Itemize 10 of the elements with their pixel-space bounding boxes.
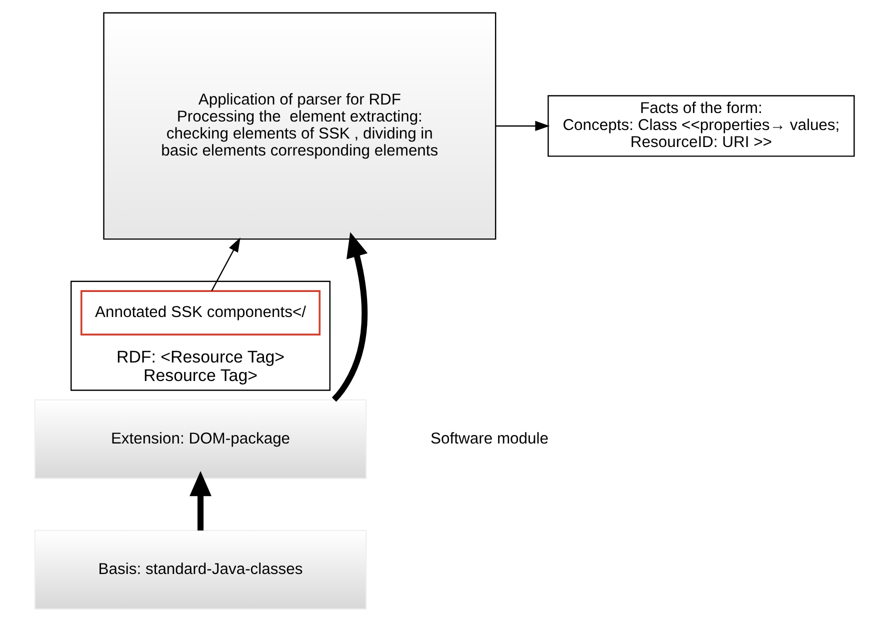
- arrow: [496, 120, 550, 132]
- arrow: [332, 232, 368, 402]
- node-box: Extension: DOM-package: [34, 399, 367, 480]
- label: Software module: [430, 430, 549, 448]
- node-box: Basis: standard-Java-classes: [34, 530, 367, 610]
- node-box: Facts of the form: Concepts: Class <<properties→ values; ResourceID: URI >>: [548, 95, 855, 157]
- arrow: [190, 471, 212, 530]
- node-box: Annotated SSK components</: [80, 290, 321, 336]
- arrow: [211, 237, 240, 292]
- node-box: Application of parser for RDF Processing the element extracting: checking elements of SSK , dividing in basic elements corresponding elements: [103, 12, 496, 240]
